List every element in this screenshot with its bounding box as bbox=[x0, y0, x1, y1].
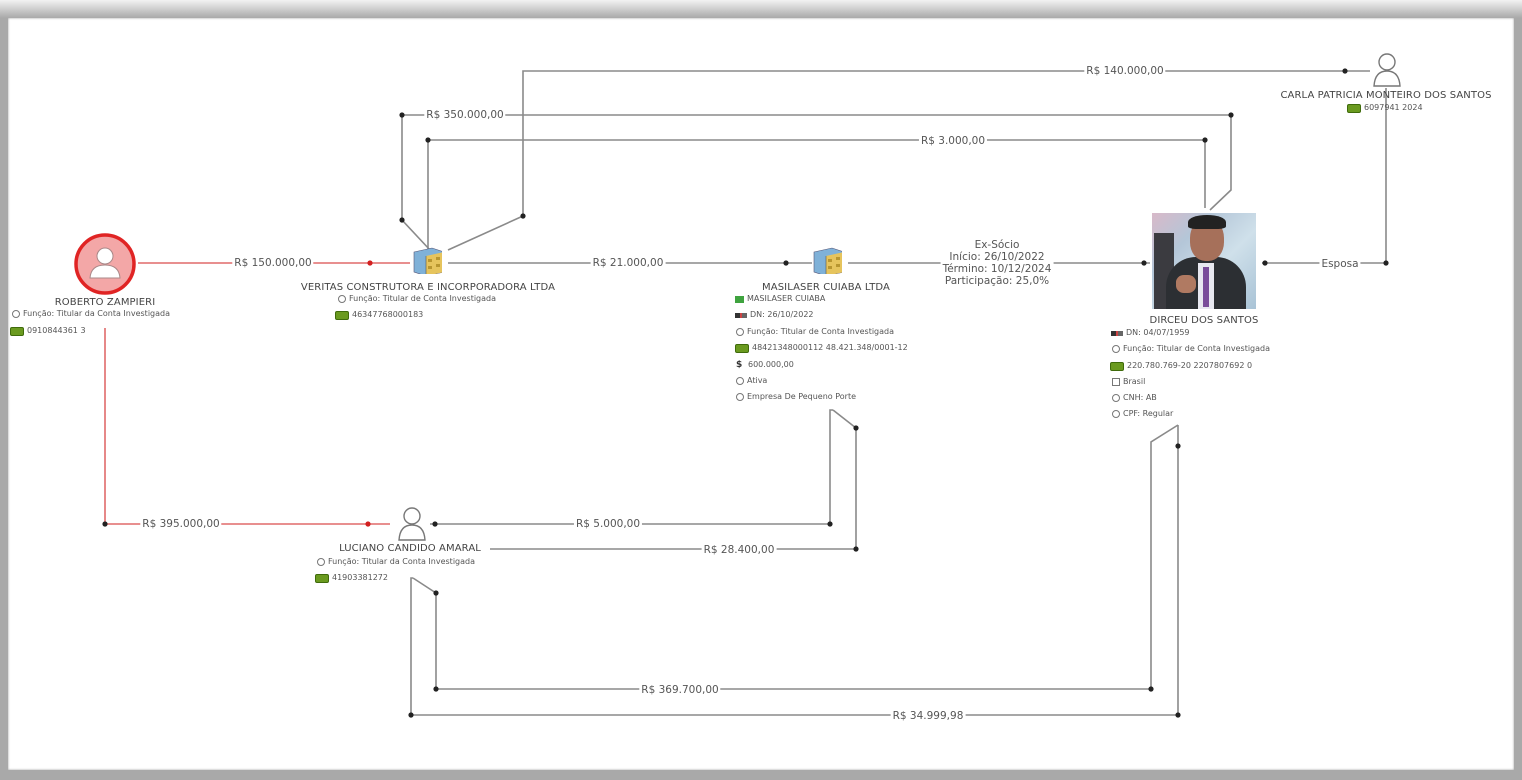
attr-license: CNH: AB bbox=[1112, 393, 1157, 403]
attr-cpf: 220.780.769-20 2207807692 0 bbox=[1110, 361, 1252, 371]
attr-account: 6097941 2024 bbox=[1347, 103, 1423, 113]
square-icon bbox=[1112, 378, 1120, 386]
edge-label-roberto-veritas: R$ 150.000,00 bbox=[232, 257, 314, 269]
circle-icon bbox=[736, 393, 744, 401]
card-icon bbox=[10, 326, 24, 336]
card-icon bbox=[1110, 361, 1124, 371]
attr-role: Função: Titular de Conta Investigada bbox=[338, 294, 496, 304]
attr-account: 0910844361 3 bbox=[10, 326, 86, 336]
money-icon: $ bbox=[736, 360, 743, 370]
edge-luciano-dirceu-1[interactable] bbox=[412, 424, 1179, 690]
attr-size: Empresa De Pequeno Porte bbox=[736, 392, 856, 402]
person-icon-highlighted[interactable] bbox=[73, 232, 137, 296]
attr-trade-name: MASILASER CUIABA bbox=[735, 294, 825, 304]
card-icon bbox=[315, 573, 329, 583]
edge-dirceu-carla[interactable] bbox=[1262, 88, 1387, 264]
edge-roberto-luciano[interactable] bbox=[104, 328, 390, 525]
circle-icon bbox=[317, 558, 325, 566]
edge-veritas-carla[interactable] bbox=[447, 70, 1370, 251]
attr-status: Ativa bbox=[736, 376, 767, 386]
relation-start: Início: 26/10/2022 bbox=[949, 251, 1045, 263]
attr-capital: $600.000,00 bbox=[736, 360, 794, 370]
attr-country: Brasil bbox=[1112, 377, 1145, 387]
circle-icon bbox=[1112, 410, 1120, 418]
company-building-icon[interactable] bbox=[812, 246, 842, 274]
attr-cpf-status: CPF: Regular bbox=[1112, 409, 1173, 419]
node-title: CARLA PATRICIA MONTEIRO DOS SANTOS bbox=[1280, 90, 1492, 101]
edge-masilaser-luciano-2[interactable] bbox=[490, 409, 857, 550]
attr-account: 46347768000183 bbox=[335, 310, 423, 320]
edge-label-veritas-dirceu-1: R$ 350.000,00 bbox=[424, 109, 506, 121]
node-title: DIRCEU DOS SANTOS bbox=[1149, 315, 1259, 326]
person-icon[interactable] bbox=[1370, 50, 1404, 88]
edge-veritas-dirceu-1[interactable] bbox=[401, 114, 1232, 251]
edge-masilaser-luciano-1[interactable] bbox=[430, 409, 833, 525]
edge-veritas-dirceu-2[interactable] bbox=[427, 139, 1206, 250]
node-title: MASILASER CUIABA LTDA bbox=[762, 282, 890, 293]
circle-icon bbox=[12, 310, 20, 318]
circle-icon bbox=[1112, 394, 1120, 402]
edge-label-masilaser-luciano-2: R$ 28.400,00 bbox=[701, 544, 777, 556]
attr-role: Função: Titular de Conta Investigada bbox=[1112, 344, 1270, 354]
edge-label-masilaser-luciano-1: R$ 5.000,00 bbox=[573, 518, 643, 530]
attr-account: 41903381272 bbox=[315, 573, 388, 583]
card-icon bbox=[1347, 103, 1361, 113]
node-title: VERITAS CONSTRUTORA E INCORPORADORA LTDA bbox=[300, 282, 556, 293]
id-icon bbox=[735, 312, 747, 318]
attr-cnpj: 48421348000112 48.421.348/0001-12 bbox=[735, 343, 908, 353]
attr-date: DN: 26/10/2022 bbox=[735, 310, 814, 320]
edge-label-masilaser-dirceu: Ex-Sócio Início: 26/10/2022 Término: 10/… bbox=[940, 239, 1054, 287]
attr-birthdate: DN: 04/07/1959 bbox=[1111, 328, 1190, 338]
node-title: ROBERTO ZAMPIERI bbox=[54, 297, 156, 308]
edge-luciano-dirceu-2[interactable] bbox=[410, 425, 1179, 716]
circle-icon bbox=[1112, 345, 1120, 353]
person-photo[interactable] bbox=[1152, 213, 1256, 309]
edge-label-luciano-dirceu-1: R$ 369.700,00 bbox=[639, 684, 721, 696]
circle-icon bbox=[338, 295, 346, 303]
edge-label-dirceu-carla: Esposa bbox=[1319, 258, 1361, 270]
flag-icon bbox=[735, 295, 744, 303]
relation-share: Participação: 25,0% bbox=[944, 275, 1050, 287]
node-title: LUCIANO CANDIDO AMARAL bbox=[339, 543, 481, 554]
card-icon bbox=[335, 310, 349, 320]
attr-role: Função: Titular da Conta Investigada bbox=[12, 309, 170, 319]
card-icon bbox=[735, 343, 749, 353]
attr-role: Função: Titular da Conta Investigada bbox=[317, 557, 475, 567]
attr-role: Função: Titular de Conta Investigada bbox=[736, 327, 894, 337]
edge-label-veritas-masilaser: R$ 21.000,00 bbox=[590, 257, 666, 269]
person-icon[interactable] bbox=[395, 504, 429, 542]
edge-label-veritas-carla: R$ 140.000,00 bbox=[1084, 65, 1166, 77]
id-icon bbox=[1111, 330, 1123, 336]
company-building-icon[interactable] bbox=[412, 246, 442, 274]
circle-icon bbox=[736, 328, 744, 336]
edge-label-roberto-luciano: R$ 395.000,00 bbox=[140, 518, 222, 530]
circle-icon bbox=[736, 377, 744, 385]
graph-canvas bbox=[8, 18, 1514, 770]
relation-end: Término: 10/12/2024 bbox=[942, 263, 1052, 275]
edge-label-veritas-dirceu-2: R$ 3.000,00 bbox=[918, 135, 988, 147]
relation-role: Ex-Sócio bbox=[974, 239, 1020, 251]
edge-label-luciano-dirceu-2: R$ 34.999,98 bbox=[890, 710, 966, 722]
